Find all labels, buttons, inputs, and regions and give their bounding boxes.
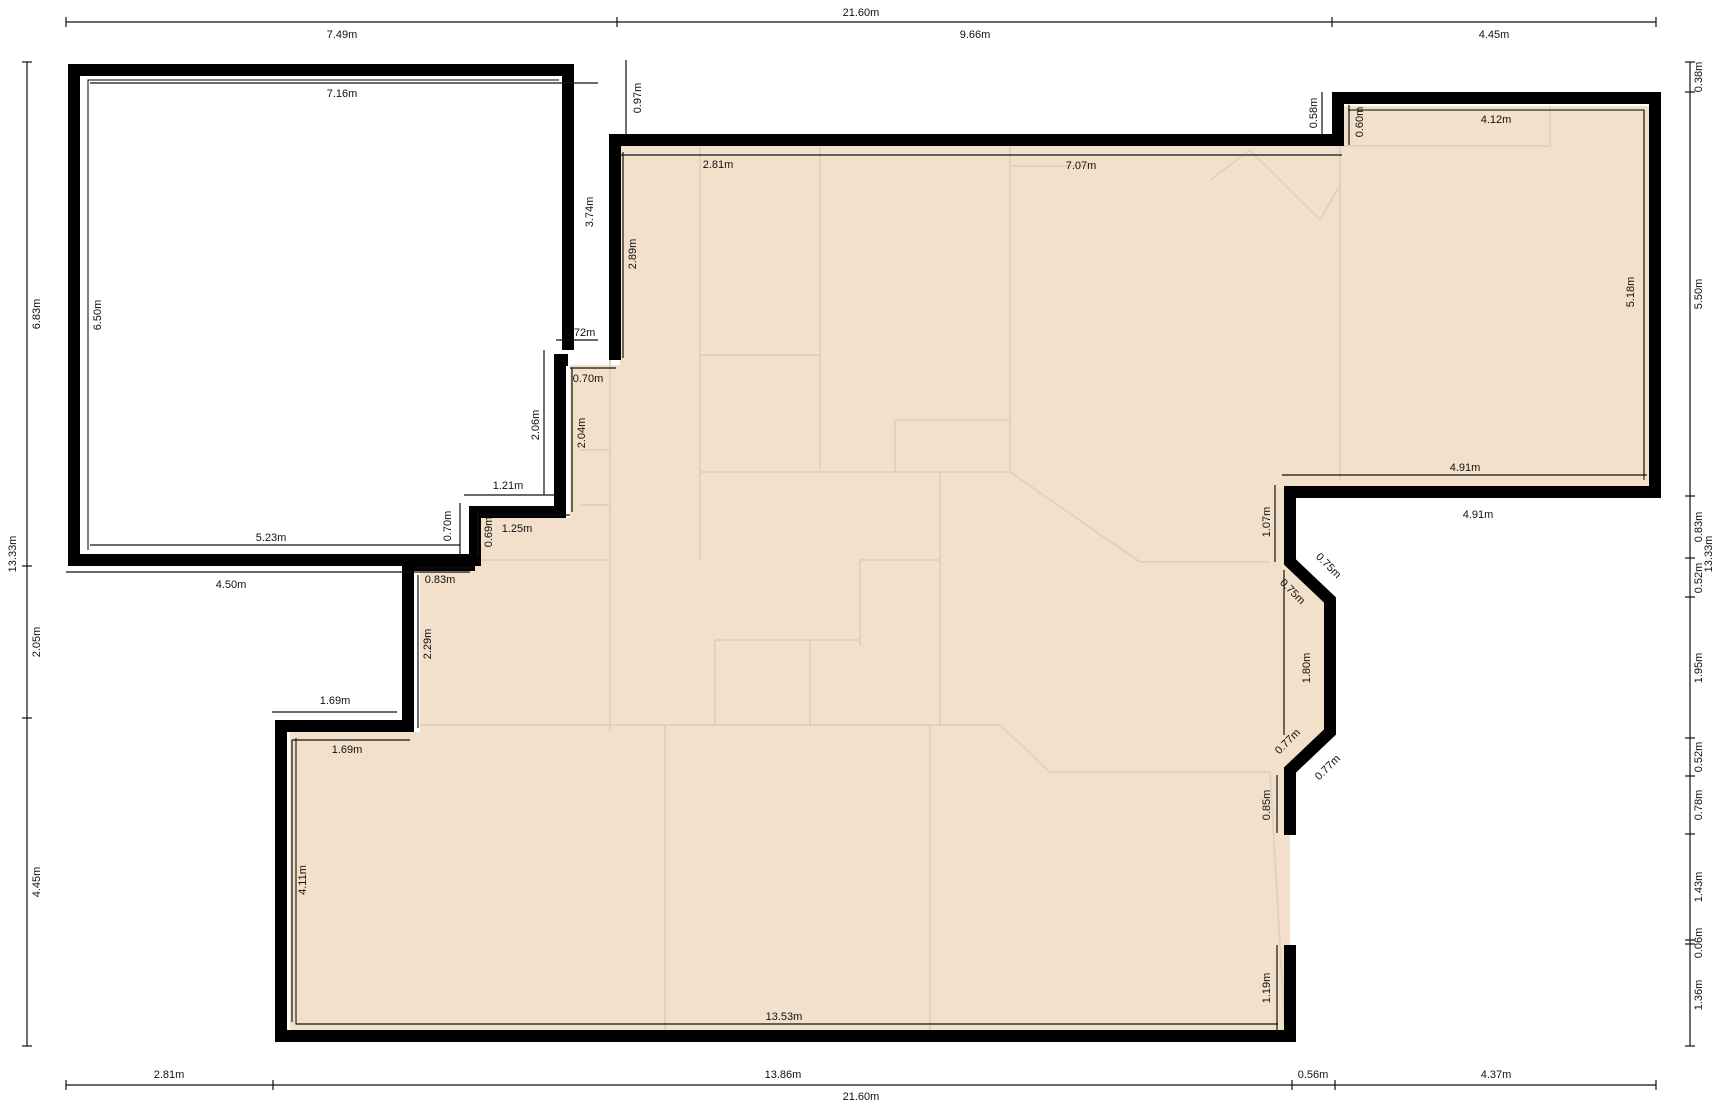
label-2-06: 2.06m <box>530 410 542 441</box>
top-seg2-label: 9.66m <box>960 29 991 41</box>
top-seg3-label: 4.45m <box>1479 29 1510 41</box>
right-seg9-label: 0.06m <box>1693 928 1705 959</box>
label-13-53: 13.53m <box>766 1011 803 1023</box>
label-1-69a: 1.69m <box>320 695 351 707</box>
left-seg1-label: 6.83m <box>31 299 43 330</box>
right-seg2-label: 5.50m <box>1693 279 1705 310</box>
label-4-91b: 4.91m <box>1463 509 1494 521</box>
left-seg3-label: 4.45m <box>31 867 43 898</box>
dimension-labels-vertical: 13.33m 6.83m 2.05m 4.45m 13.33m 0.38m 5.… <box>7 62 1715 1011</box>
label-0-69: 0.69m <box>483 517 495 548</box>
dimension-labels: 21.60m 7.49m 9.66m 4.45m 2.81m 13.86m 0.… <box>154 7 1512 1103</box>
right-total-label: 13.33m <box>1703 536 1715 573</box>
label-4-50: 4.50m <box>216 579 247 591</box>
label-6-50: 6.50m <box>92 300 104 331</box>
bottom-total-label: 21.60m <box>843 1091 880 1103</box>
label-1-07: 1.07m <box>1261 507 1273 538</box>
label-1-25: 1.25m <box>502 523 533 535</box>
label-2-04: 2.04m <box>576 418 588 449</box>
label-4-11: 4.11m <box>297 865 309 895</box>
bottom-seg4-label: 4.37m <box>1481 1069 1512 1081</box>
label-0-83: 0.83m <box>425 574 456 586</box>
wall-lower <box>275 559 1296 1042</box>
right-seg8-label: 1.43m <box>1693 872 1705 903</box>
left-total-label: 13.33m <box>7 536 19 573</box>
label-0-70b: 0.70m <box>442 511 454 542</box>
dimension-lines <box>22 17 1695 1090</box>
label-0-60: 0.60m <box>1354 107 1366 138</box>
walls <box>68 64 1661 1042</box>
floor-area <box>290 106 1650 1030</box>
label-0-77b: 0.77m <box>1313 753 1343 783</box>
right-seg3-label: 0.83m <box>1693 512 1705 543</box>
label-7-07: 7.07m <box>1066 160 1097 172</box>
bottom-seg1-label: 2.81m <box>154 1069 185 1081</box>
label-0-97: 0.97m <box>632 83 644 114</box>
label-1-19: 1.19m <box>1261 973 1273 1004</box>
label-0-75a: 0.75m <box>1313 551 1343 581</box>
label-2-89: 2.89m <box>627 239 639 270</box>
label-1-80: 1.80m <box>1301 653 1313 684</box>
wall-main <box>609 92 1661 835</box>
label-0-72: 0.72m <box>565 327 596 339</box>
label-0-58: 0.58m <box>1308 98 1320 129</box>
label-1-69b: 1.69m <box>332 744 363 756</box>
right-seg1-label: 0.38m <box>1693 62 1705 93</box>
bottom-seg3-label: 0.56m <box>1298 1069 1329 1081</box>
label-1-21: 1.21m <box>493 480 524 492</box>
top-total-label: 21.60m <box>843 7 880 19</box>
label-2-81: 2.81m <box>703 159 734 171</box>
right-seg4-label: 0.52m <box>1693 563 1705 594</box>
label-3-74: 3.74m <box>584 197 596 228</box>
right-seg10-label: 1.36m <box>1693 980 1705 1011</box>
label-0-70a: 0.70m <box>573 373 604 385</box>
right-seg7-label: 0.78m <box>1693 790 1705 821</box>
label-4-91a: 4.91m <box>1450 462 1481 474</box>
label-0-85: 0.85m <box>1261 790 1273 821</box>
bottom-seg2-label: 13.86m <box>765 1069 802 1081</box>
label-2-29: 2.29m <box>422 629 434 660</box>
label-5-18: 5.18m <box>1625 277 1637 308</box>
left-seg2-label: 2.05m <box>31 627 43 658</box>
label-7-16: 7.16m <box>327 88 358 100</box>
right-seg5-label: 1.95m <box>1693 653 1705 684</box>
top-seg1-label: 7.49m <box>327 29 358 41</box>
label-5-23: 5.23m <box>256 532 287 544</box>
right-seg6-label: 0.52m <box>1693 742 1705 773</box>
label-4-12: 4.12m <box>1481 114 1512 126</box>
